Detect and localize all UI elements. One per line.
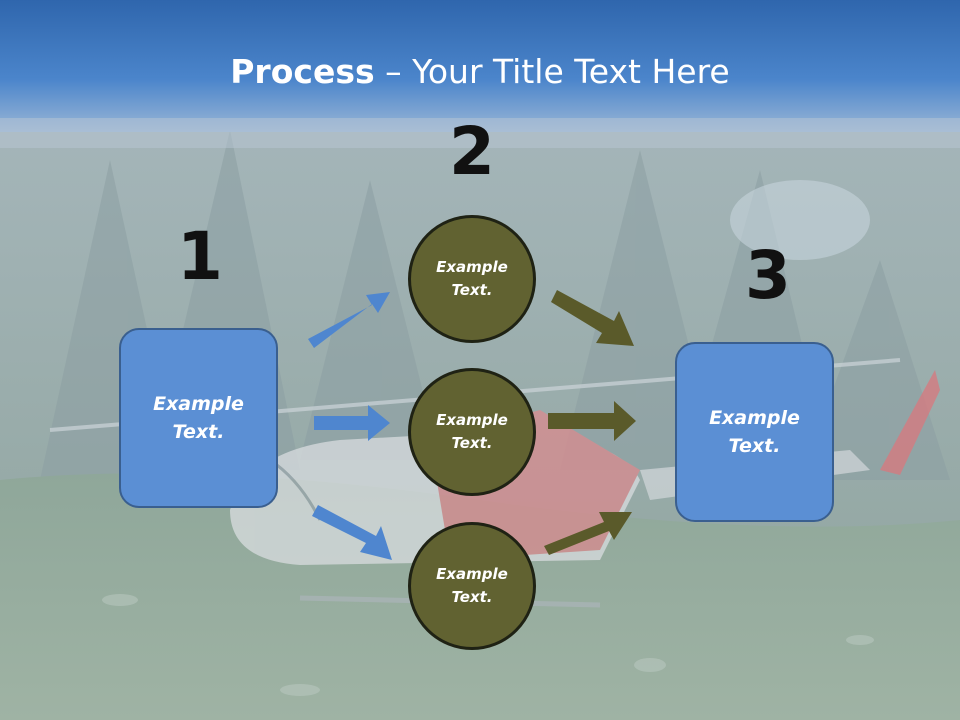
step-number-1: 1: [177, 218, 223, 295]
slide-title: Process – Your Title Text Here: [0, 52, 960, 91]
circle-top-text: Example Text.: [436, 257, 508, 299]
circle-top: Example Text.: [408, 215, 536, 343]
title-bold: Process: [230, 52, 375, 91]
title-rest: – Your Title Text Here: [374, 52, 730, 91]
step-box-3: Example Text.: [675, 342, 834, 522]
circle-middle-text: Example Text.: [436, 410, 508, 452]
circle-bottom: Example Text.: [408, 522, 536, 650]
step-box-3-text: Example Text.: [709, 406, 800, 458]
circle-bottom-text: Example Text.: [436, 564, 508, 606]
step-box-1-text: Example Text.: [153, 392, 244, 444]
step-box-1: Example Text.: [119, 328, 278, 508]
step-number-2: 2: [449, 113, 495, 190]
circle-middle: Example Text.: [408, 368, 536, 496]
step-number-3: 3: [745, 237, 791, 314]
